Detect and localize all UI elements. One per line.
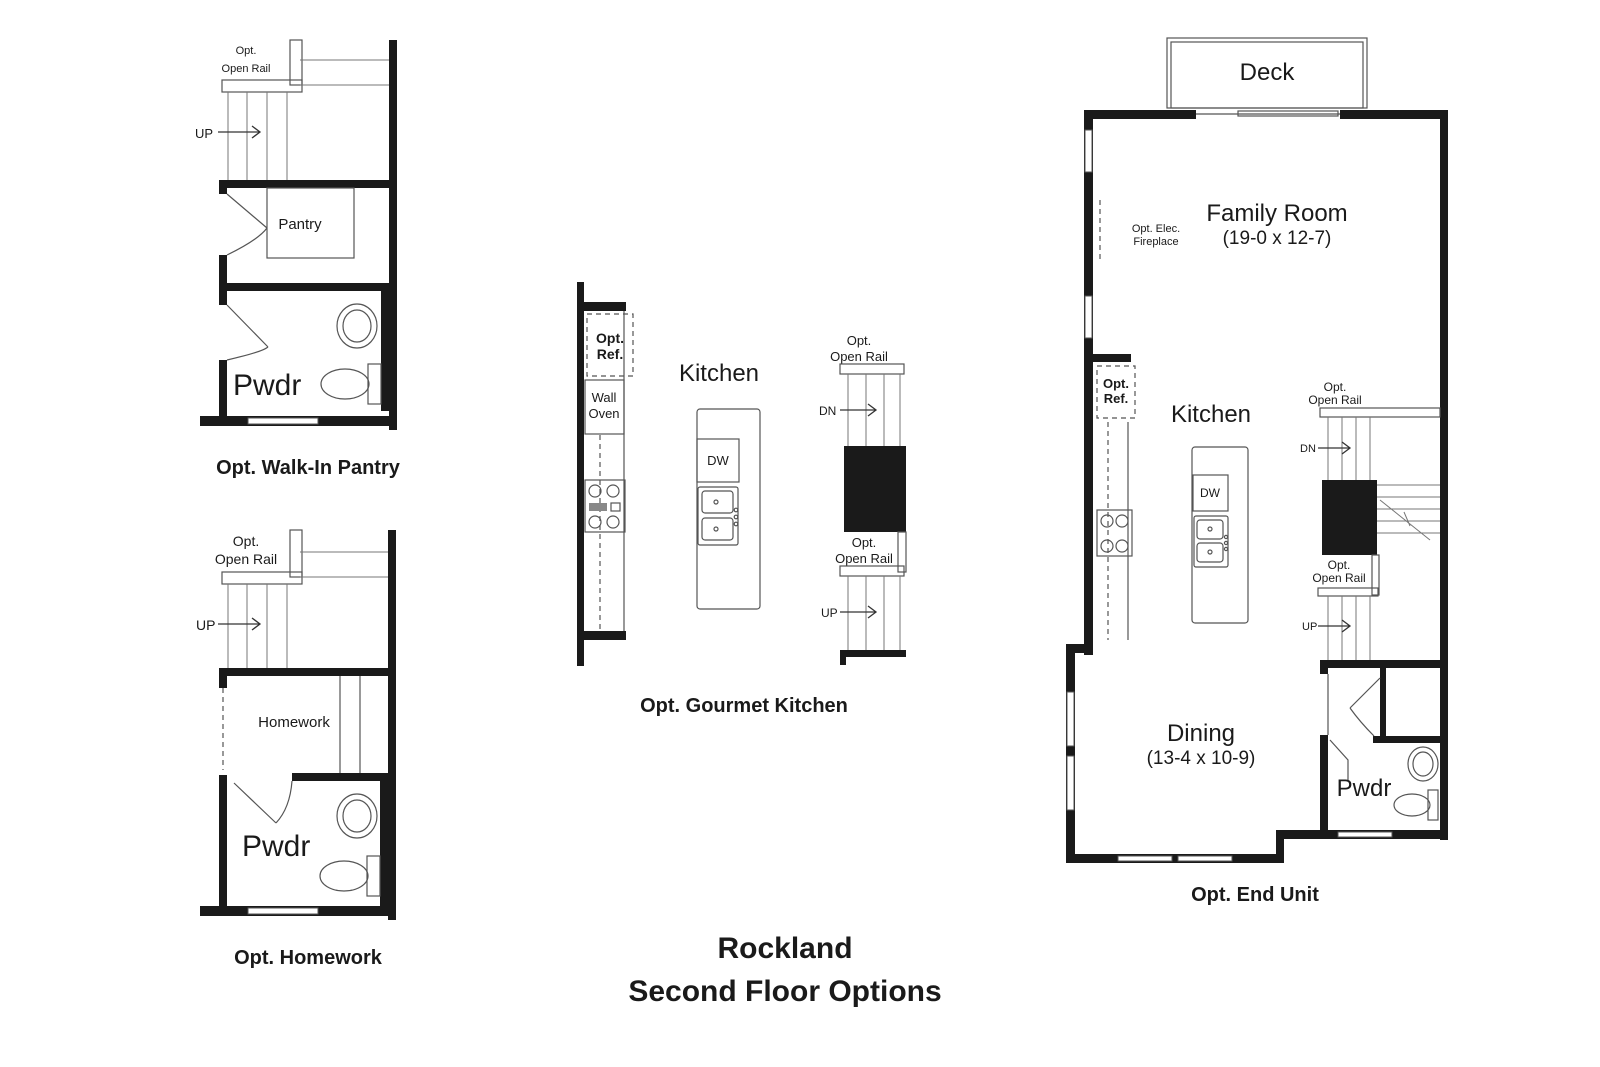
end-unit-rail-bot-label-1: Opt. [1328, 558, 1351, 572]
end-unit-dw-label: DW [1200, 486, 1221, 500]
homework-plan [200, 529, 396, 920]
gourmet-kitchen-plan [577, 282, 907, 666]
end-unit-up-label: UP [1302, 621, 1317, 633]
gourmet-oven-label-2: Oven [588, 406, 619, 421]
gourmet-rail-top-label-1: Opt. [847, 333, 872, 348]
end-unit-rail-top-label-1: Opt. [1324, 380, 1347, 394]
page-title-line-1: Rockland [717, 932, 852, 965]
pantry-room-label: Pantry [278, 216, 322, 233]
gourmet-rail-top-label-2: Open Rail [830, 349, 888, 364]
gourmet-ref-label-2: Ref. [597, 346, 623, 362]
end-unit-dining-dims: (13-4 x 10-9) [1147, 748, 1256, 769]
gourmet-ref-label-1: Opt. [596, 330, 624, 346]
page-title-line-2: Second Floor Options [628, 975, 941, 1008]
end-unit-dn-label: DN [1300, 443, 1316, 455]
end-unit-deck-label: Deck [1240, 59, 1296, 86]
walk-in-pantry-caption: Opt. Walk-In Pantry [216, 457, 401, 479]
end-unit-family-room-dims: (19-0 x 12-7) [1223, 228, 1332, 249]
gourmet-kitchen-label: Kitchen [679, 360, 759, 387]
gourmet-rail-bot-label-2: Open Rail [835, 551, 893, 566]
end-unit-ref-label-2: Ref. [1104, 391, 1129, 406]
gourmet-dw-label: DW [707, 453, 729, 468]
end-unit-fireplace-label-2: Fireplace [1133, 236, 1178, 248]
end-unit-plan [1066, 37, 1448, 863]
end-unit-caption: Opt. End Unit [1191, 884, 1319, 906]
pantry-pwdr-label: Pwdr [233, 369, 301, 402]
gourmet-rail-bot-label-1: Opt. [852, 535, 877, 550]
end-unit-ref-label-1: Opt. [1103, 376, 1129, 391]
walk-in-pantry-plan [200, 39, 397, 430]
end-unit-pwdr-label: Pwdr [1337, 775, 1392, 802]
homework-rail-label-2: Open Rail [215, 551, 277, 567]
homework-rail-label-1: Opt. [233, 533, 259, 549]
end-unit-rail-top-label-2: Open Rail [1308, 393, 1361, 407]
end-unit-kitchen-label: Kitchen [1171, 401, 1251, 428]
homework-pwdr-label: Pwdr [242, 830, 310, 863]
end-unit-fireplace-label-1: Opt. Elec. [1132, 223, 1180, 235]
homework-up-label: UP [196, 617, 215, 633]
pantry-rail-label-1: Opt. [236, 45, 257, 57]
end-unit-family-room-label: Family Room [1206, 200, 1347, 227]
gourmet-up-label: UP [821, 606, 838, 620]
homework-caption: Opt. Homework [234, 947, 383, 969]
homework-room-label: Homework [258, 714, 330, 731]
pantry-up-label: UP [195, 126, 213, 141]
end-unit-rail-bot-label-2: Open Rail [1312, 571, 1365, 585]
gourmet-kitchen-caption: Opt. Gourmet Kitchen [640, 695, 848, 717]
pantry-rail-label-2: Open Rail [222, 63, 271, 75]
end-unit-dining-label: Dining [1167, 720, 1235, 747]
gourmet-dn-label: DN [819, 404, 836, 418]
gourmet-oven-label-1: Wall [592, 390, 617, 405]
